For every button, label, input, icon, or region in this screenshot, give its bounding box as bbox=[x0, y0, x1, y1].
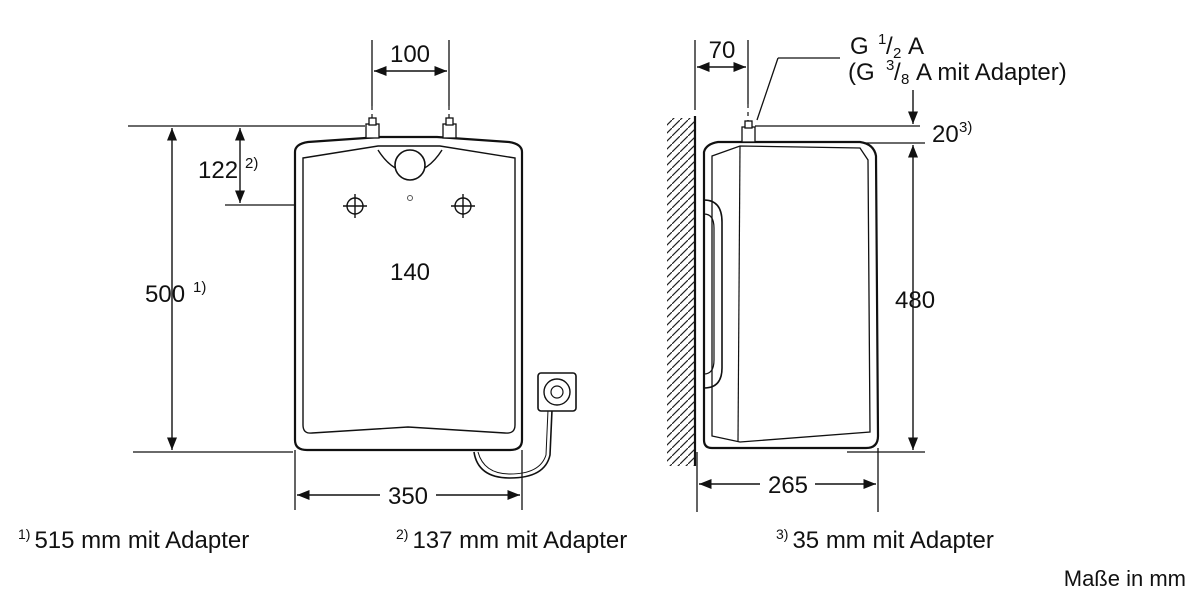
svg-text:/: / bbox=[886, 33, 893, 60]
tank-side-body bbox=[702, 140, 880, 450]
dim-480-label: 480 bbox=[895, 287, 935, 314]
dim-122-note: 2) bbox=[245, 155, 258, 172]
dim-70-label: 70 bbox=[709, 37, 736, 64]
footnote-2: 2)137 mm mit Adapter bbox=[396, 526, 627, 555]
dim-140-label: 140 bbox=[390, 259, 430, 286]
dim-122-label: 122 bbox=[198, 157, 238, 184]
svg-text:3: 3 bbox=[886, 57, 894, 74]
svg-text:G: G bbox=[850, 33, 869, 60]
tank-front-inner bbox=[302, 145, 516, 434]
tank-handle bbox=[703, 199, 723, 389]
svg-text:A: A bbox=[908, 33, 924, 60]
svg-text:8: 8 bbox=[901, 71, 909, 88]
side-view: 70 G 1 / 2 A (G 3 / 8 A mit Adapter) 20 … bbox=[667, 31, 1067, 512]
footnote-3-text: 35 mm mit Adapter bbox=[792, 527, 994, 554]
footnote-1-text: 515 mm mit Adapter bbox=[34, 527, 250, 554]
connection-label: G 1 / 2 A bbox=[850, 31, 924, 62]
wall-hatching bbox=[667, 118, 695, 466]
side-fitting bbox=[741, 120, 756, 143]
units-note: Maße in mm bbox=[1063, 566, 1186, 591]
dim-265-label: 265 bbox=[768, 472, 808, 499]
svg-text:A mit Adapter): A mit Adapter) bbox=[916, 59, 1067, 86]
svg-text:1: 1 bbox=[878, 31, 886, 48]
tank-front-body bbox=[293, 135, 524, 452]
dim-20-label: 20 bbox=[932, 121, 959, 148]
footnote-1-marker: 1) bbox=[18, 526, 31, 542]
footnote-3-marker: 3) bbox=[776, 526, 789, 542]
inlet-fittings bbox=[365, 117, 457, 139]
adapter-label: (G 3 / 8 A mit Adapter) bbox=[848, 57, 1067, 88]
front-view: 100 122 2) 500 1) 140 350 bbox=[128, 40, 577, 510]
svg-text:2: 2 bbox=[893, 45, 901, 62]
footnote-2-marker: 2) bbox=[396, 526, 409, 542]
footnote-1: 1)515 mm mit Adapter bbox=[18, 526, 249, 555]
svg-text:(G: (G bbox=[848, 59, 875, 86]
power-cable bbox=[473, 409, 553, 479]
dim-100-label: 100 bbox=[390, 41, 430, 68]
dim-500-label: 500 bbox=[145, 281, 185, 308]
control-knob bbox=[394, 149, 426, 181]
footnote-2-text: 137 mm mit Adapter bbox=[412, 527, 628, 554]
dim-20-note: 3) bbox=[959, 119, 972, 136]
dim-500-note: 1) bbox=[193, 279, 206, 296]
svg-text:/: / bbox=[894, 59, 901, 86]
outlet-symbols bbox=[343, 194, 475, 218]
dim-350-label: 350 bbox=[388, 483, 428, 510]
footnote-3: 3)35 mm mit Adapter bbox=[776, 526, 994, 555]
tank-side-inner bbox=[711, 145, 871, 443]
